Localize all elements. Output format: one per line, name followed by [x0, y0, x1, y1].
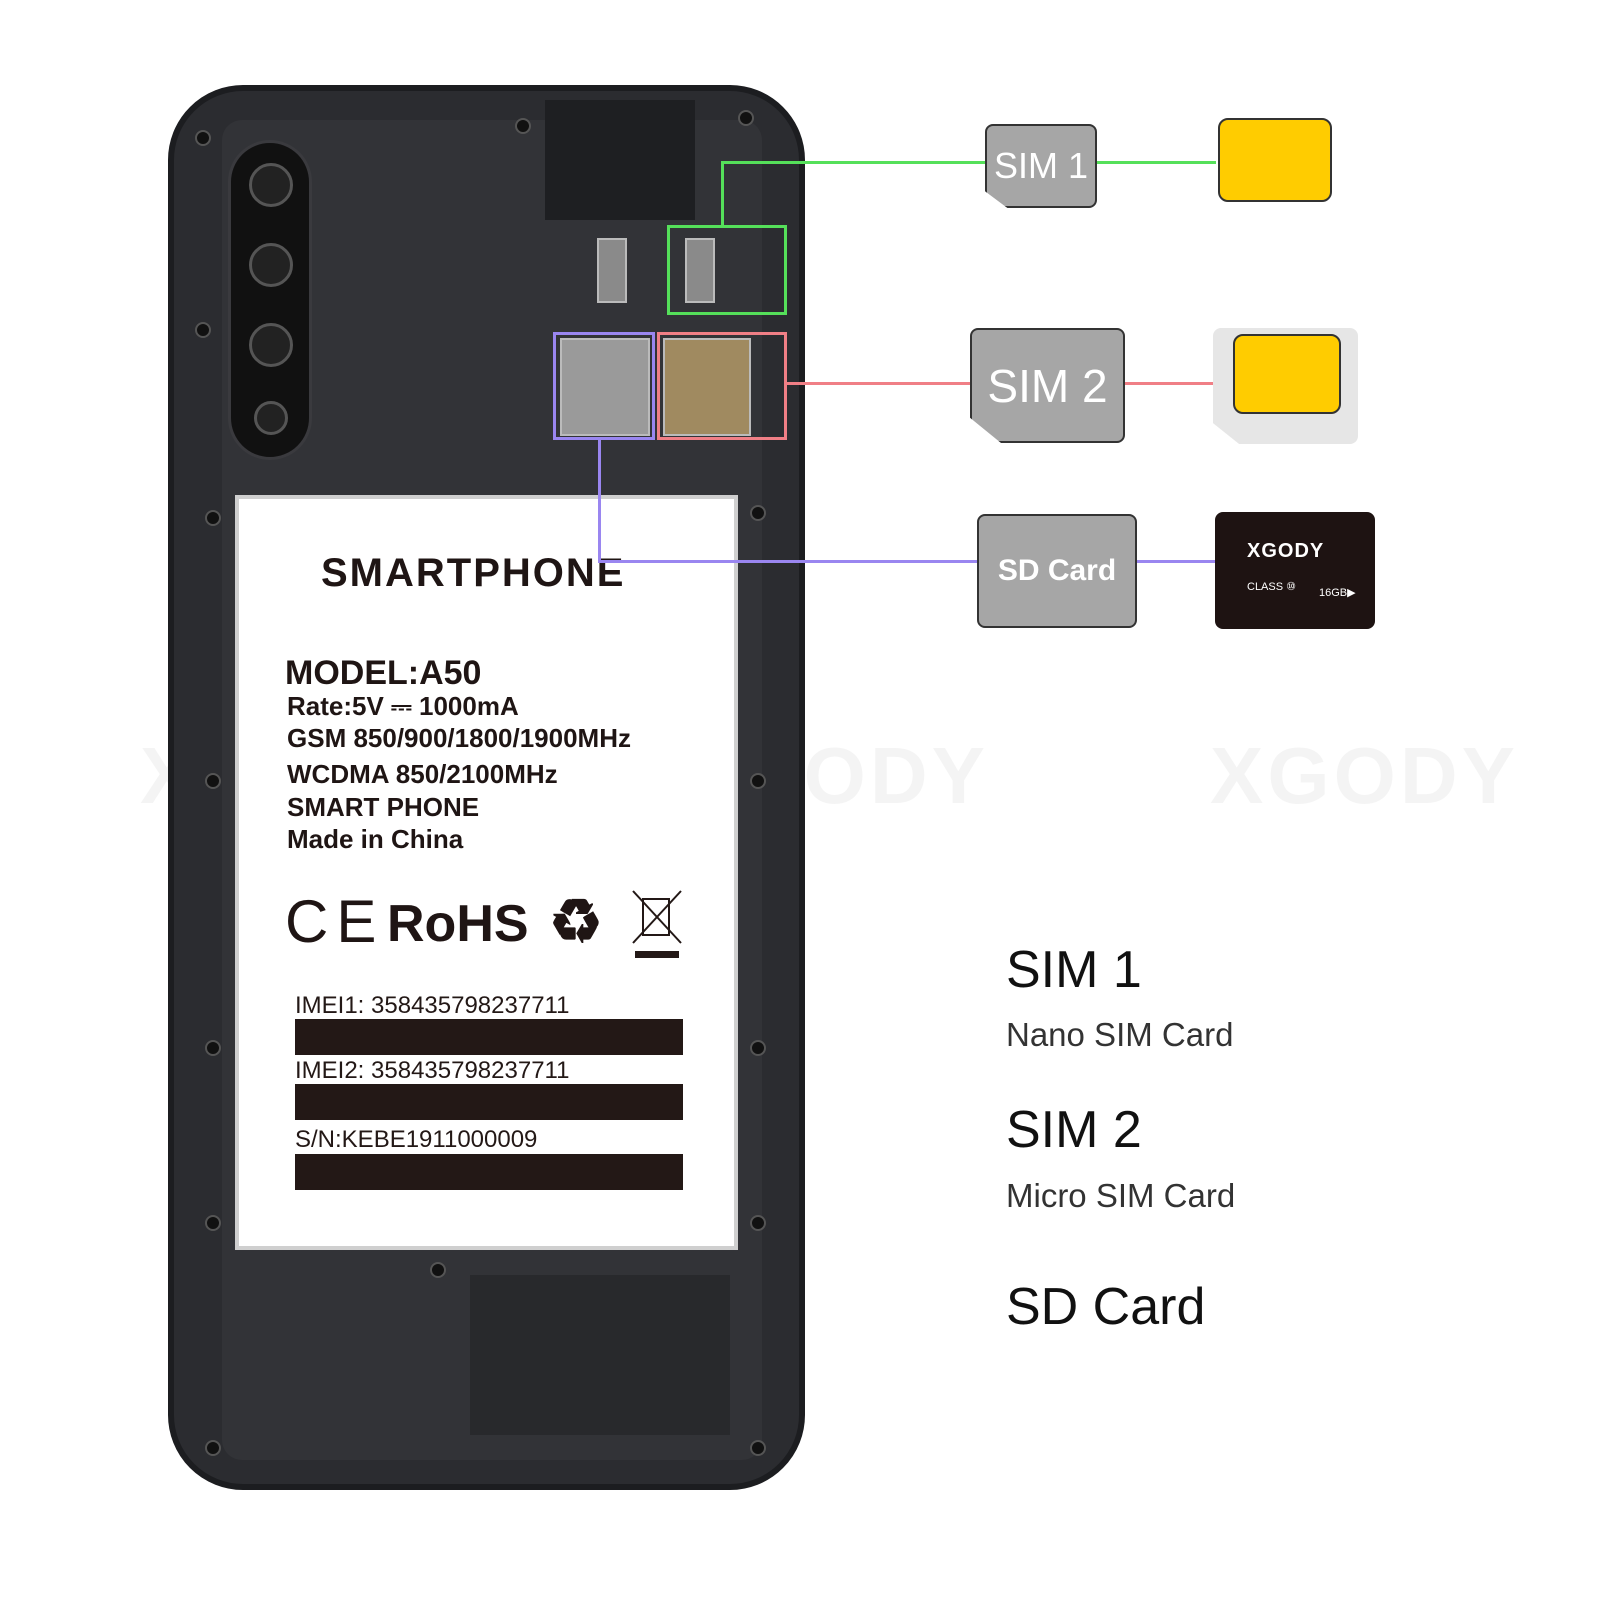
legend-sd-title: SD Card: [1006, 1278, 1206, 1336]
watermark: XGODY: [1210, 730, 1519, 822]
sim2-tag: SIM 2: [970, 328, 1125, 443]
sim1-line: [1096, 161, 1216, 164]
sd-tag: SD Card: [977, 514, 1137, 628]
screw: [205, 510, 221, 526]
camera-lens: [249, 323, 293, 367]
model: MODEL:A50: [285, 654, 482, 692]
sim1-line: [721, 161, 986, 164]
device-type: SMART PHONE: [287, 792, 480, 822]
screw: [750, 1215, 766, 1231]
screw: [205, 1040, 221, 1056]
camera-lens: [249, 163, 293, 207]
flash: [254, 401, 288, 435]
camera-lens: [249, 243, 293, 287]
sd-line: [598, 560, 978, 563]
origin: Made in China: [287, 824, 464, 854]
sim-chip: [1233, 334, 1341, 414]
ce-mark: CE: [285, 888, 385, 955]
screw: [195, 322, 211, 338]
legend-sim1-subtitle: Nano SIM Card: [1006, 1016, 1234, 1053]
sd-slot: [560, 338, 650, 436]
camera-module: [228, 140, 312, 460]
sd-brand-logo: XGODY: [1247, 540, 1325, 562]
barcode: [295, 1084, 683, 1120]
rate: Rate:5V ⎓ 1000mA: [287, 691, 519, 721]
legend-sim1-title: SIM 1: [1006, 941, 1142, 999]
battery-brand: SMARTPHONE: [321, 551, 626, 595]
micro-sd-card: XGODY CLASS ⑩ 16GB▶: [1215, 512, 1375, 629]
battery-label: SMARTPHONE MODEL:A50 Rate:5V ⎓ 1000mA GS…: [235, 495, 738, 1250]
unused-slot: [597, 238, 627, 303]
weee-bin-icon: [631, 889, 683, 961]
sim1-tag-label: SIM 1: [993, 145, 1089, 186]
nano-sim-card: [1218, 118, 1332, 202]
top-connector: [545, 100, 695, 220]
legend-sim2-title: SIM 2: [1006, 1101, 1142, 1159]
serial-number: S/N:KEBE1911000009: [295, 1126, 538, 1153]
legend-sim2-subtitle: Micro SIM Card: [1006, 1177, 1236, 1214]
screw: [750, 1440, 766, 1456]
sd-highlight: [553, 332, 655, 440]
screw: [205, 773, 221, 789]
sd-tag-label: SD Card: [997, 554, 1117, 587]
screw: [430, 1262, 446, 1278]
micro-sim-card: [1213, 328, 1358, 444]
sd-line: [598, 440, 601, 563]
sim2-slot: [663, 338, 751, 436]
barcode: [295, 1019, 683, 1055]
sim1-highlight: [667, 225, 787, 315]
screw: [750, 773, 766, 789]
imei1: IMEI1: 358435798237711: [295, 992, 570, 1019]
sd-line: [1136, 560, 1216, 563]
wcdma-bands: WCDMA 850/2100MHz: [287, 759, 558, 789]
sd-capacity: 16GB▶: [1319, 587, 1356, 599]
sim1-tag: SIM 1: [985, 124, 1097, 208]
sim1-slot: [685, 238, 715, 303]
screw: [515, 118, 531, 134]
recycle-icon: ♻: [549, 888, 603, 955]
imei2: IMEI2: 358435798237711: [295, 1057, 570, 1084]
screw: [750, 1040, 766, 1056]
screw: [205, 1440, 221, 1456]
sim2-highlight: [657, 332, 787, 440]
screw: [195, 130, 211, 146]
screw: [205, 1215, 221, 1231]
barcode: [295, 1154, 683, 1190]
sd-class: CLASS ⑩: [1247, 581, 1296, 593]
rohs-mark: RoHS: [387, 895, 529, 953]
screw: [750, 505, 766, 521]
sim2-tag-label: SIM 2: [987, 359, 1108, 412]
sim2-line: [1125, 382, 1213, 385]
screw: [738, 110, 754, 126]
sim2-line: [787, 382, 971, 385]
sim1-line: [721, 161, 724, 225]
gsm-bands: GSM 850/900/1800/1900MHz: [287, 723, 631, 753]
bottom-board: [470, 1275, 730, 1435]
